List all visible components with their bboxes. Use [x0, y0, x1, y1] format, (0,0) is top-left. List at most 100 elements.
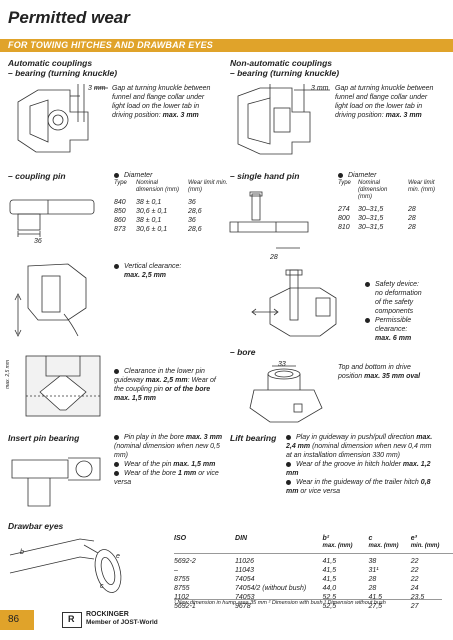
bullet-icon [114, 263, 119, 269]
cell: 22 [410, 558, 419, 565]
cell: 30–31,5 [358, 215, 384, 222]
drawbar-label-b: b [20, 549, 24, 556]
cell: 36 [188, 217, 196, 224]
cell: 28 [408, 215, 416, 222]
item-text: Wear of the groove in hitch holder [296, 461, 403, 468]
cell: 23,5 [410, 594, 425, 601]
hand-pin-table: Type Nominal (dimension (mm) Wear limit … [338, 180, 448, 232]
drawbar-label-c: c [100, 583, 104, 590]
safety-line: Safety device: [375, 281, 419, 288]
cell: 860 [114, 217, 126, 224]
cell: 1102 [174, 594, 190, 601]
bullet-icon [365, 281, 370, 287]
list-item: Pin play in the bore max. 3 mm (nominal … [114, 433, 224, 460]
vertical-clearance-drawing [14, 263, 87, 337]
bullet-icon [286, 479, 291, 485]
item-value: 1 mm [177, 470, 197, 477]
unit [235, 543, 322, 550]
guideway-clearance: Clearance in the lower pin guideway max.… [114, 368, 216, 402]
cell: 41,5 [322, 576, 337, 583]
bore-heading: – bore [230, 347, 256, 357]
permissible-value: max. 6 mm [375, 335, 412, 342]
item-text: Wear in the guideway of the trailer hitc… [296, 479, 421, 486]
cell: 8755 [174, 585, 190, 592]
hand-pin-table-title-text: Diameter [348, 172, 377, 179]
drawbar-heading: Drawbar eyes [8, 521, 64, 531]
item-after: or vice versa [114, 470, 219, 486]
pin-wear-text: Wear of the coupling pin [114, 377, 216, 393]
auto-dim: 3 mm [88, 85, 106, 92]
cell: 27 [410, 603, 419, 610]
cell: 38 ± 0,1 [136, 217, 162, 224]
nonauto-text-body: Gap at turning knuckle between funnel an… [335, 85, 434, 119]
cell: 52,5 [322, 594, 337, 601]
vertical-clearance-value: max. 2,5 mm [124, 272, 167, 279]
item-after: (nominal dimension when new 0,4 mm at an… [286, 443, 432, 459]
item-value: max. 3 mm [185, 434, 223, 441]
item-text: Play in guideway in push/pull direction [296, 434, 417, 441]
brand-name: ROCKINGER [86, 611, 129, 618]
guideway-side-label: max. 2,5 mm [5, 360, 11, 389]
vertical-clearance: Vertical clearance: max. 2,5 mm [114, 262, 181, 280]
col-wear: Wear limit min. (mm) [188, 180, 228, 193]
cell: 30,6 ± 0,1 [136, 208, 168, 215]
cell: 28,6 [188, 226, 202, 233]
cell: 840 [114, 199, 126, 206]
cell: 30–31,5 [358, 224, 384, 231]
safety-device: Safety device: no deformation of the saf… [365, 280, 422, 343]
col-e: e³ [410, 535, 417, 542]
guideway-clearance-text: Clearance in the lower pin guideway [114, 368, 205, 384]
insert-pin-list: Pin play in the bore max. 3 mm (nominal … [114, 433, 224, 487]
drawbar-footnotes: ¹ New dimension in hump area 35 mm ² Dim… [174, 600, 386, 606]
list-item: Wear of the pin max. 1,5 mm [114, 460, 224, 469]
cell: 44,0 [322, 585, 337, 592]
cell: 5692-1 [174, 603, 196, 610]
item-value: 0,8 mm [286, 479, 431, 495]
table-row: 860 38 ± 0,1 36 [114, 216, 234, 225]
unit: min. (mm) [410, 543, 440, 549]
nonauto-text: Gap at turning knuckle between funnel an… [335, 84, 439, 120]
bore-dim: 33 [278, 361, 286, 368]
hand-pin-table-title: Diameter [338, 171, 376, 180]
auto-text: Gap at turning knuckle between funnel an… [112, 84, 212, 120]
safety-line: of the safety [375, 299, 414, 306]
cell: 74054/2 (without bush) [235, 585, 307, 592]
brand-member: Member of JOST-World [86, 619, 158, 626]
list-item: Wear of the groove in hitch holder max. … [286, 460, 436, 478]
cell: 22 [410, 567, 419, 574]
bullet-icon [286, 434, 291, 440]
bore-text-body: Top and bottom in drive position [338, 364, 411, 380]
bullet-icon [114, 368, 119, 374]
cell: 22 [410, 576, 419, 583]
list-item: Play in guideway in push/pull direction … [286, 433, 436, 460]
unit: max. (mm) [368, 543, 399, 549]
safety-device-drawing [251, 269, 337, 337]
cell: – [174, 567, 178, 574]
cell: 873 [114, 226, 126, 233]
hand-pin-heading: – single hand pin [230, 171, 300, 181]
auto-value: max. 3 mm [162, 112, 199, 119]
cell: 74053 [235, 594, 255, 601]
auto-text-body: Gap at turning knuckle between funnel an… [112, 85, 211, 119]
guideway-clearance-value: max. 2,5 mm [145, 377, 188, 384]
col-wear: Wear limit min. (mm) [408, 180, 435, 193]
col-nominal: Nominal dimension (mm) [136, 180, 180, 193]
coupling-pin-dim: 36 [34, 238, 42, 245]
lift-bearing-list: Play in guideway in push/pull direction … [286, 433, 436, 496]
nonauto-subheading: – bearing (turning knuckle) [230, 68, 340, 78]
hand-pin-drawing [229, 191, 309, 249]
nonautomatic-coupling-drawing [237, 84, 330, 155]
item-text: Wear of the bore [124, 470, 178, 477]
pin-wear-value: max. 1,5 mm [114, 395, 157, 402]
list-item: Wear in the guideway of the trailer hitc… [286, 478, 436, 496]
item-text: Pin play in the bore [124, 434, 186, 441]
cell: 274 [338, 206, 350, 213]
cell: 41,5 [322, 558, 337, 565]
drawbar-table: ISO DIN b² c e³ max. (mm) max. (mm) min.… [174, 534, 453, 611]
